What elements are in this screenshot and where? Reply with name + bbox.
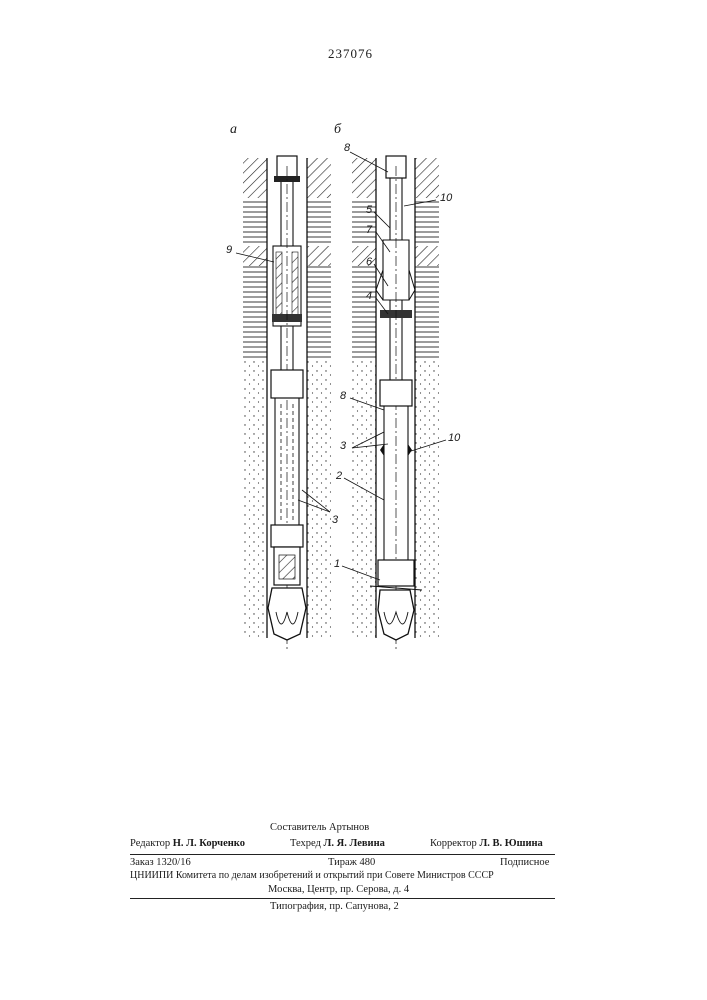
divider — [130, 898, 555, 899]
formation-layered — [307, 198, 331, 246]
techred-credit: Техред Л. Я. Левина — [290, 838, 385, 849]
coupling — [271, 370, 303, 398]
callout-4: 4 — [366, 290, 372, 302]
printing-line: Типография, пр. Сапунова, 2 — [270, 901, 399, 912]
address-line: Москва, Центр, пр. Серова, д. 4 — [268, 884, 409, 895]
callout-8-top: 8 — [344, 142, 350, 154]
editor-name: Н. Л. Корченко — [173, 838, 245, 849]
callout-3-a: 3 — [332, 514, 338, 526]
formation-layered — [307, 266, 331, 358]
formation-layered — [243, 198, 267, 246]
figure-label-b: б — [334, 122, 341, 138]
editor-label: Редактор — [130, 838, 170, 849]
callout-7: 7 — [366, 224, 372, 236]
callout-1: 1 — [334, 558, 340, 570]
techred-label: Техред — [290, 838, 321, 849]
formation-sandy — [243, 358, 267, 638]
corrector-label: Корректор — [430, 838, 477, 849]
divider — [130, 854, 555, 855]
corrector-credit: Корректор Л. В. Юшина — [430, 838, 543, 849]
callout-3-b: 3 — [340, 440, 346, 452]
formation-hatched — [243, 246, 267, 266]
formation-hatched — [243, 158, 267, 198]
corrector-name: Л. В. Юшина — [479, 838, 542, 849]
callout-10-top: 10 — [440, 192, 452, 204]
callout-10-mid: 10 — [448, 432, 460, 444]
formation-hatched — [307, 246, 331, 266]
callout-9: 9 — [226, 244, 232, 256]
compiler-line: Составитель Артынов — [270, 822, 369, 833]
editor-credit: Редактор Н. Л. Корченко — [130, 838, 245, 849]
formation-hatched — [307, 158, 331, 198]
drill-bit — [378, 590, 414, 640]
callout-2: 2 — [336, 470, 342, 482]
circulation: Тираж 480 — [328, 857, 375, 868]
formation-sandy — [307, 358, 331, 638]
figure-a — [243, 156, 331, 650]
drill-bit — [268, 588, 306, 640]
techred-name: Л. Я. Левина — [324, 838, 385, 849]
callout-6: 6 — [366, 256, 372, 268]
callout-5: 5 — [366, 204, 372, 216]
callout-8-mid: 8 — [340, 390, 346, 402]
institute-line: ЦНИИПИ Комитета по делам изобретений и о… — [130, 870, 494, 881]
formation-layered — [243, 266, 267, 358]
subscription: Подписное — [500, 857, 549, 868]
order-number: Заказ 1320/16 — [130, 857, 191, 868]
figure-label-a: а — [230, 122, 237, 138]
